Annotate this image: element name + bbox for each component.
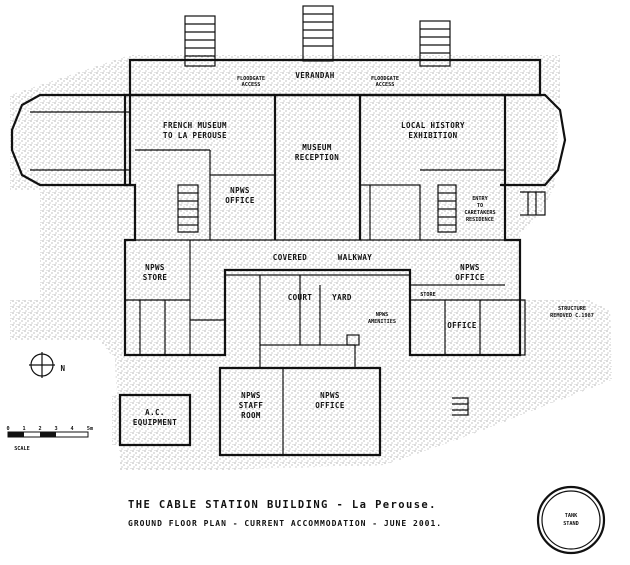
label-floodgate-right-2: ACCESS — [376, 82, 395, 88]
plan-title: THE CABLE STATION BUILDING - La Perouse. — [128, 499, 437, 511]
ground-surround — [10, 55, 612, 470]
tank-stand-circle — [536, 485, 606, 555]
label-structure-removed-1: STRUCTURE — [558, 306, 586, 312]
building-walls — [10, 58, 567, 457]
scale-bar: 0 1 2 3 4 5m SCALE — [6, 426, 93, 452]
label-local-history-2: EXHIBITION — [408, 131, 457, 140]
label-court: COURT — [288, 293, 313, 302]
scale-tick-4: 4 — [70, 426, 73, 432]
label-npws-office-south-2: OFFICE — [315, 401, 345, 410]
verandah-steps — [184, 5, 451, 67]
scale-label: SCALE — [14, 446, 30, 452]
label-office: OFFICE — [447, 321, 477, 330]
ac-area-stipple — [112, 395, 190, 445]
label-entry-1: ENTRY — [472, 196, 488, 202]
label-npws-store-2: STORE — [143, 273, 168, 282]
label-ac-1: A.C. — [145, 408, 165, 417]
label-npws-office-south-1: NPWS — [320, 391, 340, 400]
label-floodgate-left-2: ACCESS — [242, 82, 261, 88]
label-store: STORE — [420, 292, 436, 298]
label-staff-room-3: ROOM — [241, 411, 261, 420]
label-npws-amenities-2: AMENITIES — [368, 319, 396, 325]
label-floodgate-right-1: FLOODGATE — [371, 76, 399, 82]
label-npws-office-left-2: OFFICE — [225, 196, 255, 205]
label-entry-3: CARETAKERS — [464, 210, 495, 216]
label-staff-room-1: NPWS — [241, 391, 261, 400]
label-entry-4: RESIDENCE — [466, 217, 494, 223]
label-stand: STAND — [563, 521, 579, 527]
north-label: N — [61, 364, 66, 373]
label-floodgate-left-1: FLOODGATE — [237, 76, 265, 82]
label-npws-office-left-1: NPWS — [230, 186, 250, 195]
label-npws-office-right-2: OFFICE — [455, 273, 485, 282]
plan-subtitle: GROUND FLOOR PLAN - CURRENT ACCOMMODATIO… — [128, 519, 442, 528]
label-entry-2: TO — [477, 203, 483, 209]
label-museum-reception-2: RECEPTION — [295, 153, 339, 162]
label-french-museum-2: TO LA PEROUSE — [163, 131, 227, 140]
scale-tick-0: 0 — [6, 426, 9, 432]
label-museum-reception-1: MUSEUM — [302, 143, 332, 152]
tank-stand-inner — [541, 490, 601, 550]
label-npws-amenities-1: NPWS — [376, 312, 389, 318]
label-tank: TANK — [565, 513, 578, 519]
label-staff-room-2: STAFF — [239, 401, 264, 410]
scale-tick-5: 5m — [87, 426, 93, 432]
scale-tick-2: 2 — [38, 426, 41, 432]
label-ac-2: EQUIPMENT — [133, 418, 177, 427]
label-walkway: WALKWAY — [338, 253, 372, 262]
scale-tick-3: 3 — [54, 426, 57, 432]
label-local-history-1: LOCAL HISTORY — [401, 121, 465, 130]
label-covered: COVERED — [273, 253, 307, 262]
label-npws-store-1: NPWS — [145, 263, 165, 272]
room-labels: VERANDAH FLOODGATE ACCESS FLOODGATE ACCE… — [133, 71, 594, 527]
label-structure-removed-2: REMOVED C.1987 — [550, 313, 594, 319]
label-french-museum-1: FRENCH MUSEUM — [163, 121, 227, 130]
label-yard: YARD — [332, 293, 352, 302]
title-block: THE CABLE STATION BUILDING - La Perouse.… — [128, 499, 442, 528]
label-verandah: VERANDAH — [295, 71, 334, 80]
label-npws-office-right-1: NPWS — [460, 263, 480, 272]
north-compass: N — [29, 352, 66, 378]
scale-tick-1: 1 — [22, 426, 25, 432]
